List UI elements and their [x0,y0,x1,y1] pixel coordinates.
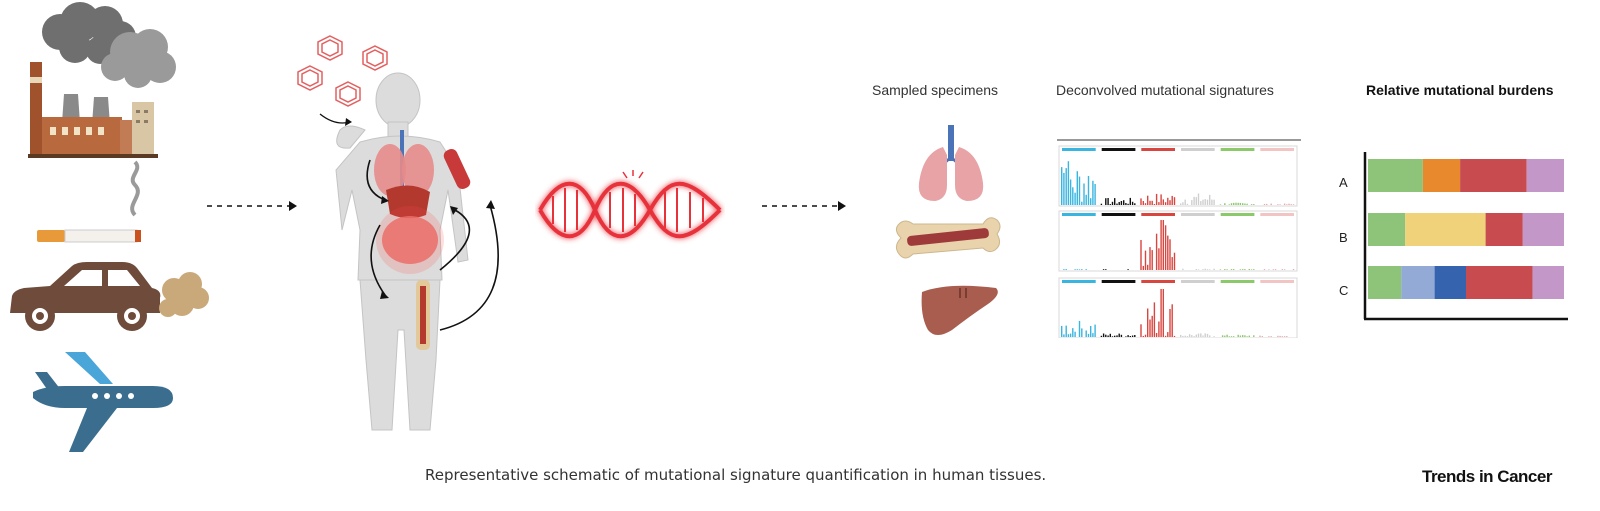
figure-caption: Representative schematic of mutational s… [425,466,1047,484]
burden-stacked-bars [1363,152,1568,321]
signature-panel-3 [1058,277,1298,338]
dashed-arrow-dna [762,201,846,211]
burden-row-label-c: C [1339,283,1349,298]
burden-segment-b-2 [1405,213,1486,246]
burden-segment-c-4 [1466,266,1533,299]
dashed-arrow-exposure [207,201,297,211]
car-icon [10,262,209,331]
burden-segment-a-4 [1526,159,1564,192]
header-sampled-specimens: Sampled specimens [872,82,999,98]
brand-logo-text: Trends in Cancer [1422,467,1552,486]
benzene-molecules [297,35,388,107]
header-deconvolved-signatures: Deconvolved mutational signatures [1056,82,1274,98]
signature-panels [1057,139,1301,338]
factory-icon [28,2,176,158]
bone-icon [895,217,1001,259]
burden-segment-b-3 [1485,213,1523,246]
burden-segment-a-3 [1460,159,1527,192]
burden-row-label-b: B [1339,230,1348,245]
signature-panel-2 [1058,210,1298,272]
cigarette-icon [37,160,141,243]
burden-segment-c-3 [1434,266,1466,299]
signature-panel-1 [1058,145,1298,207]
burden-segment-b-4 [1522,213,1564,246]
human-body-figure [297,35,499,431]
burden-segment-c-5 [1532,266,1564,299]
burden-segment-b-1 [1368,213,1406,246]
liver-icon [921,285,998,335]
burden-segment-c-1 [1368,266,1402,299]
burden-segment-a-2 [1422,159,1461,192]
header-relative-burdens: Relative mutational burdens [1366,82,1554,98]
burden-row-label-a: A [1339,175,1348,190]
dna-helix-icon [538,170,722,239]
airplane-icon [33,352,173,452]
burden-segment-a-1 [1368,159,1423,192]
burden-segment-c-2 [1401,266,1435,299]
lung-icon [918,125,984,201]
